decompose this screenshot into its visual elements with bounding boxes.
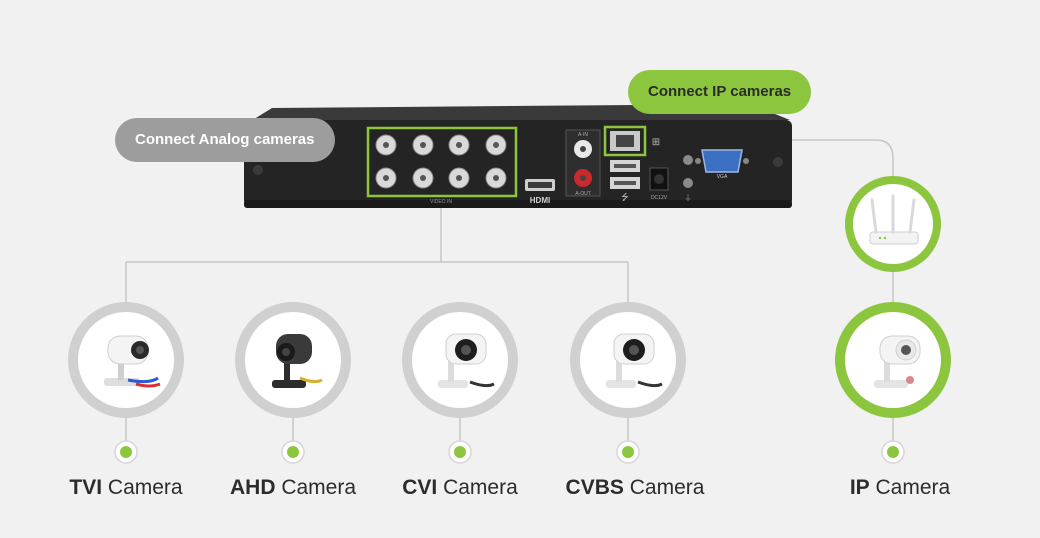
audio-out-label: A-OUT [575, 191, 591, 197]
camera-ip-node [835, 302, 951, 418]
vga-port [701, 149, 743, 173]
bullet-camera-icon [438, 333, 495, 388]
ahd-camera-label: AHD Camera [193, 476, 393, 500]
hdmi-label: HDMI [530, 196, 550, 205]
screw-left [253, 165, 263, 175]
camera-tvi-node [68, 302, 184, 418]
camera-word: Camera [869, 476, 951, 499]
usb-icon: ⭍ [621, 192, 629, 203]
connect-analog-label: Connect Analog cameras [115, 118, 335, 162]
power-label: DC12V [651, 195, 668, 201]
cvbs-camera-label: CVBS Camera [535, 476, 735, 500]
dvr-device: VIDEO IN HDMI A-IN A-OUT ⊞ ⭍ DC12V ⏚ [244, 104, 792, 208]
camera-word: Camera [437, 476, 518, 499]
camera-word: Camera [275, 476, 357, 499]
ip-camera-label: IP Camera [800, 476, 1000, 500]
video-in-highlight [366, 126, 518, 198]
cvi-camera-label: CVI Camera [360, 476, 560, 500]
video-in-label: VIDEO IN [430, 199, 452, 205]
audio-in-label: A-IN [578, 132, 588, 138]
camera-type: AHD [229, 476, 276, 499]
lan-highlight [603, 125, 647, 157]
network-icon: ⊞ [652, 137, 660, 148]
ground-icon: ⏚ [685, 194, 692, 202]
ground-screw-1 [683, 155, 693, 165]
camera-ahd-node [235, 302, 351, 418]
camera-word: Camera [623, 476, 705, 499]
camera-cvi-node [402, 302, 518, 418]
camera-type: CVBS [565, 476, 624, 499]
camera-type: TVI [69, 476, 103, 499]
camera-type: IP [849, 476, 870, 499]
camera-type: CVI [402, 476, 438, 499]
ip-link-line [650, 139, 894, 178]
router-icon [869, 194, 919, 245]
bullet-camera-icon [606, 333, 663, 388]
tvi-camera-label: TVI Camera [26, 476, 226, 500]
bullet-camera-icon [104, 335, 161, 388]
router-node [845, 176, 941, 272]
screw-right [773, 157, 783, 167]
bullet-camera-icon [272, 334, 323, 388]
bullet-camera-icon [874, 335, 921, 388]
ground-screw-2 [683, 178, 693, 188]
camera-cvbs-node [570, 302, 686, 418]
vga-label: VGA [717, 174, 728, 180]
connect-ip-label: Connect IP cameras [628, 70, 812, 114]
connector-lines [125, 139, 894, 444]
indicator-dots [114, 440, 905, 464]
camera-word: Camera [102, 476, 183, 499]
